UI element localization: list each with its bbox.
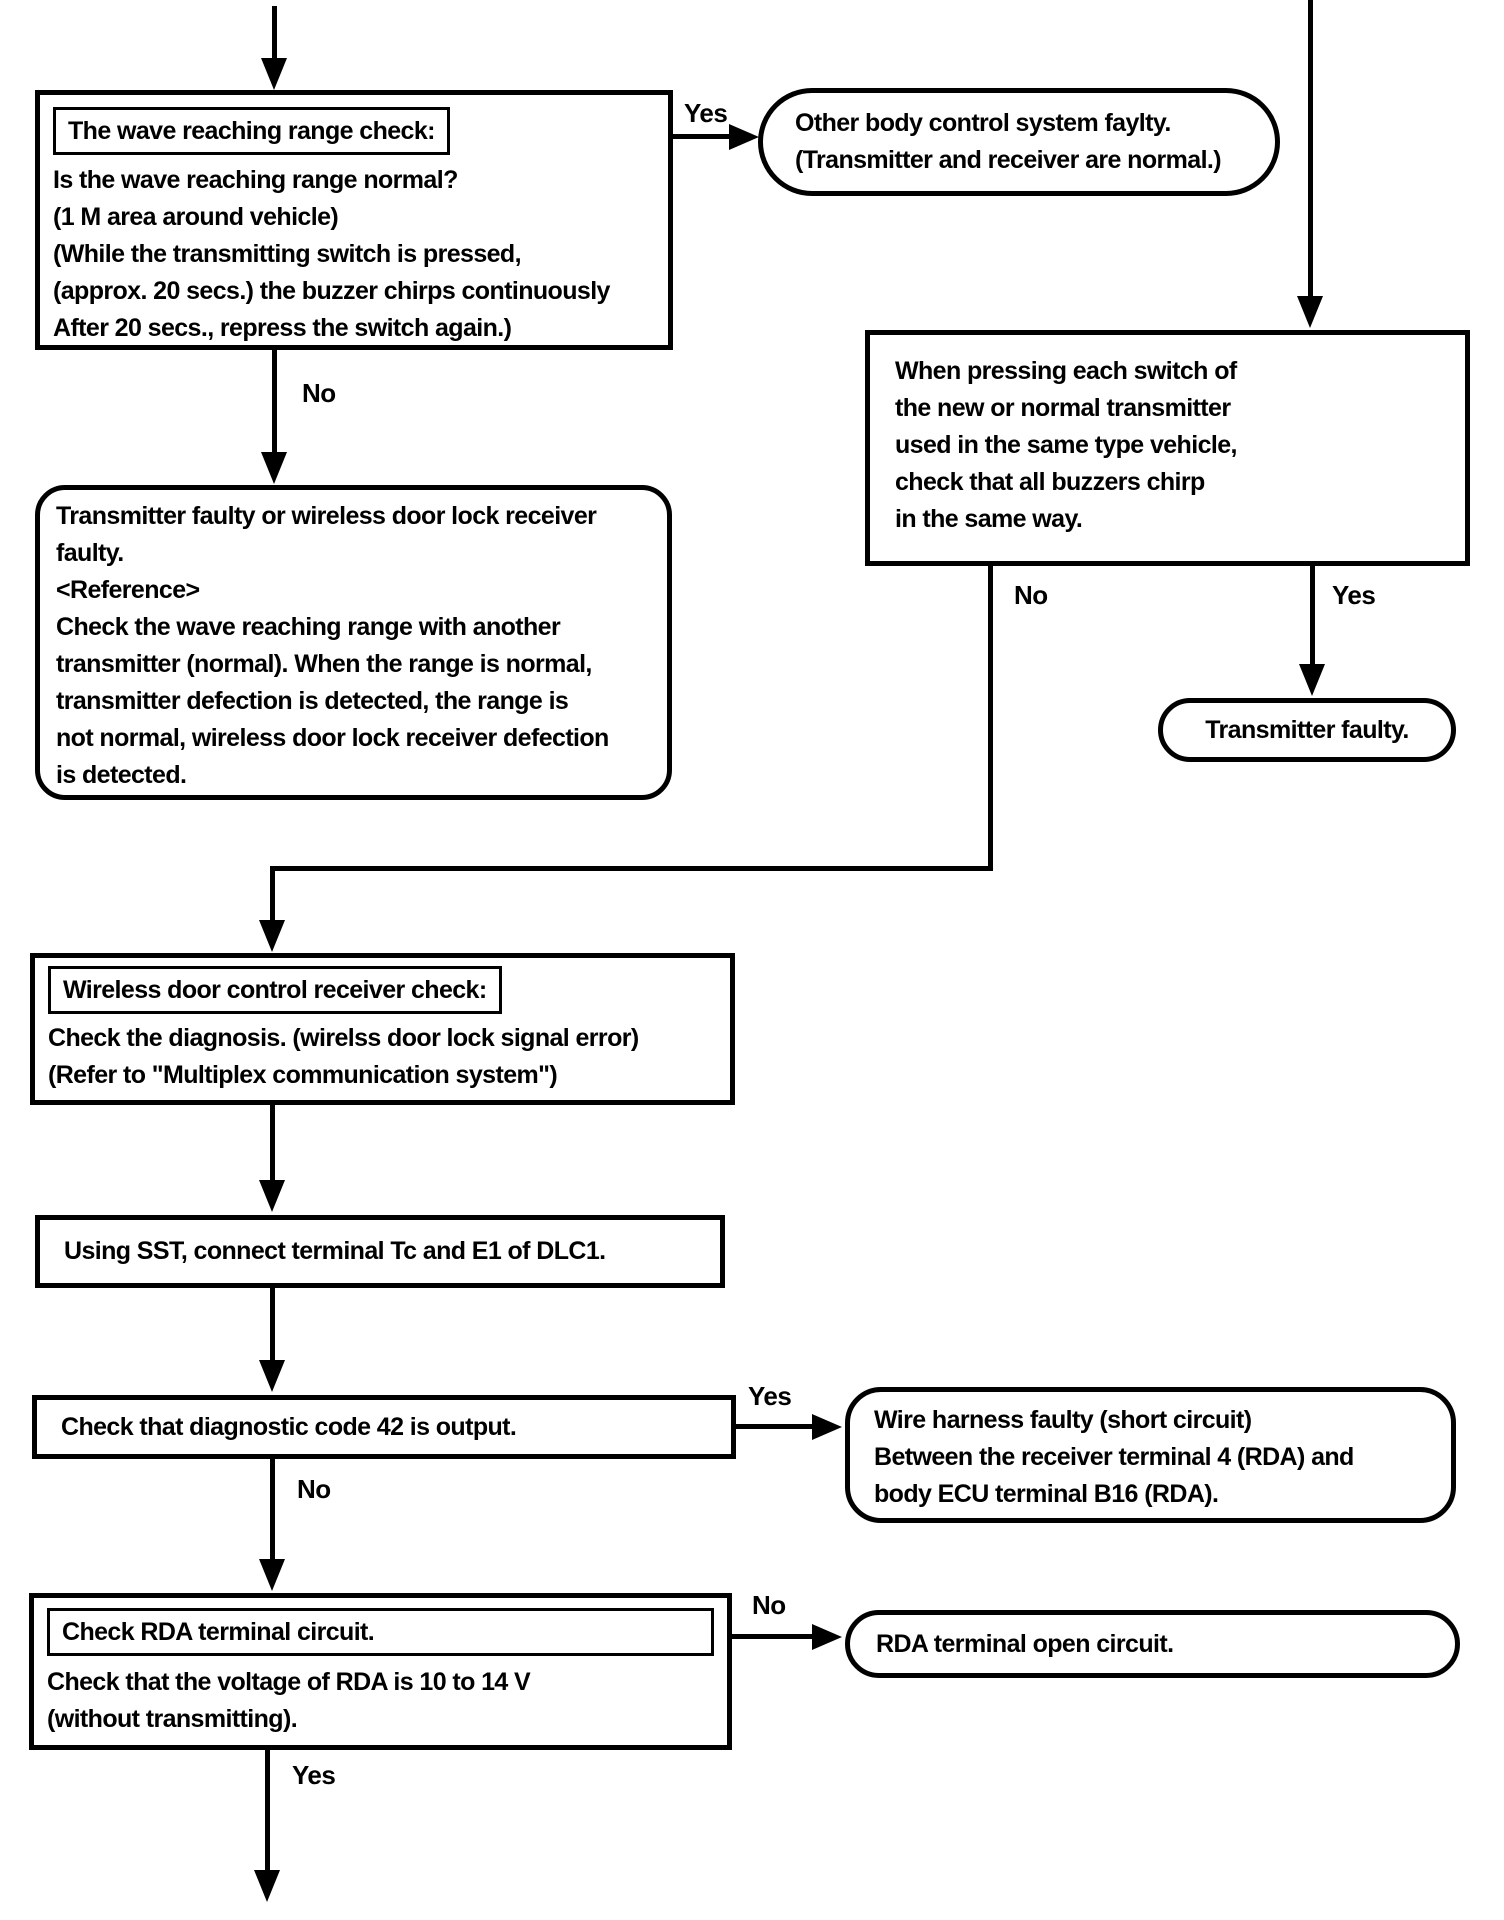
node-rda-open-circuit: RDA terminal open circuit. — [845, 1610, 1460, 1678]
connector-yes-rda-arrowhead — [254, 1870, 280, 1902]
node-code42-check-text: Check that diagnostic code 42 is output. — [61, 1412, 517, 1441]
connector-no-wave-arrowhead — [261, 452, 287, 484]
node-transmitter-or-receiver-faulty-text: Transmitter faulty or wireless door lock… — [56, 502, 609, 789]
node-receiver-check-title: Wireless door control receiver check: — [48, 966, 502, 1014]
node-rda-circuit-check-body: Check that the voltage of RDA is 10 to 1… — [47, 1668, 531, 1733]
node-transmitter-or-receiver-faulty: Transmitter faulty or wireless door lock… — [35, 485, 672, 800]
connector-yes-same-type-line — [1310, 566, 1315, 666]
node-code42-check: Check that diagnostic code 42 is output. — [32, 1395, 736, 1459]
connector-right-entry-arrowhead — [1297, 296, 1323, 328]
node-wire-harness-faulty: Wire harness faulty (short circuit) Betw… — [845, 1387, 1456, 1523]
label-yes-same-type: Yes — [1332, 580, 1376, 610]
node-rda-circuit-check: Check RDA terminal circuit. Check that t… — [29, 1593, 732, 1750]
connector-no-rda-arrowhead — [812, 1624, 842, 1650]
label-no-wave-check: No — [302, 378, 336, 408]
connector-yes-rda-line — [265, 1750, 270, 1872]
node-wire-harness-faulty-text: Wire harness faulty (short circuit) Betw… — [874, 1406, 1354, 1508]
node-other-body-control: Other body control system faylty. (Trans… — [758, 88, 1280, 196]
label-yes-rda: Yes — [292, 1760, 336, 1790]
node-transmitter-faulty: Transmitter faulty. — [1158, 698, 1456, 762]
node-receiver-check-body: Check the diagnosis. (wirelss door lock … — [48, 1024, 639, 1089]
node-rda-open-circuit-text: RDA terminal open circuit. — [876, 1629, 1174, 1658]
node-wave-range-check-body: Is the wave reaching range normal? (1 M … — [53, 166, 610, 342]
node-same-type-transmitter-check-text: When pressing each switch of the new or … — [895, 357, 1237, 533]
node-connect-sst-text: Using SST, connect terminal Tc and E1 of… — [64, 1237, 606, 1265]
connector-no-code42-line — [270, 1459, 275, 1559]
label-no-code42: No — [297, 1474, 331, 1504]
node-other-body-control-text: Other body control system faylty. (Trans… — [795, 109, 1222, 174]
connector-top-entry-line — [272, 6, 277, 58]
node-transmitter-faulty-text: Transmitter faulty. — [1205, 715, 1409, 744]
connector-yes-wave-line — [673, 134, 731, 139]
node-connect-sst: Using SST, connect terminal Tc and E1 of… — [35, 1215, 725, 1288]
label-yes-code42: Yes — [748, 1381, 792, 1411]
node-wave-range-check-title: The wave reaching range check: — [53, 107, 450, 155]
node-same-type-transmitter-check: When pressing each switch of the new or … — [865, 330, 1470, 566]
node-receiver-check: Wireless door control receiver check: Ch… — [30, 953, 735, 1105]
label-no-same-type: No — [1014, 580, 1048, 610]
connector-yes-code42-arrowhead — [812, 1414, 842, 1440]
connector-yes-wave-arrowhead — [729, 124, 759, 150]
connector-yes-same-type-arrowhead — [1299, 664, 1325, 696]
connector-no-same-type-hline — [270, 866, 993, 871]
connector-no-wave-line — [272, 350, 277, 452]
connector-sst-to-code42-line — [270, 1288, 275, 1360]
connector-right-entry-line — [1308, 0, 1313, 298]
connector-no-same-type-vline — [988, 566, 993, 871]
connector-no-same-type-vline2 — [270, 866, 275, 922]
node-wave-range-check: The wave reaching range check: Is the wa… — [35, 90, 673, 350]
connector-no-same-type-arrowhead — [259, 920, 285, 952]
connector-no-code42-arrowhead — [259, 1559, 285, 1591]
connector-receiver-to-sst-line — [270, 1105, 275, 1180]
connector-receiver-to-sst-arrowhead — [259, 1180, 285, 1212]
label-yes-wave-check: Yes — [684, 98, 728, 128]
connector-yes-code42-line — [736, 1424, 814, 1429]
label-no-rda: No — [752, 1590, 786, 1620]
connector-no-rda-line — [732, 1634, 814, 1639]
node-rda-circuit-check-title: Check RDA terminal circuit. — [47, 1608, 714, 1656]
connector-sst-to-code42-arrowhead — [259, 1360, 285, 1392]
connector-top-entry-arrowhead — [261, 58, 287, 90]
